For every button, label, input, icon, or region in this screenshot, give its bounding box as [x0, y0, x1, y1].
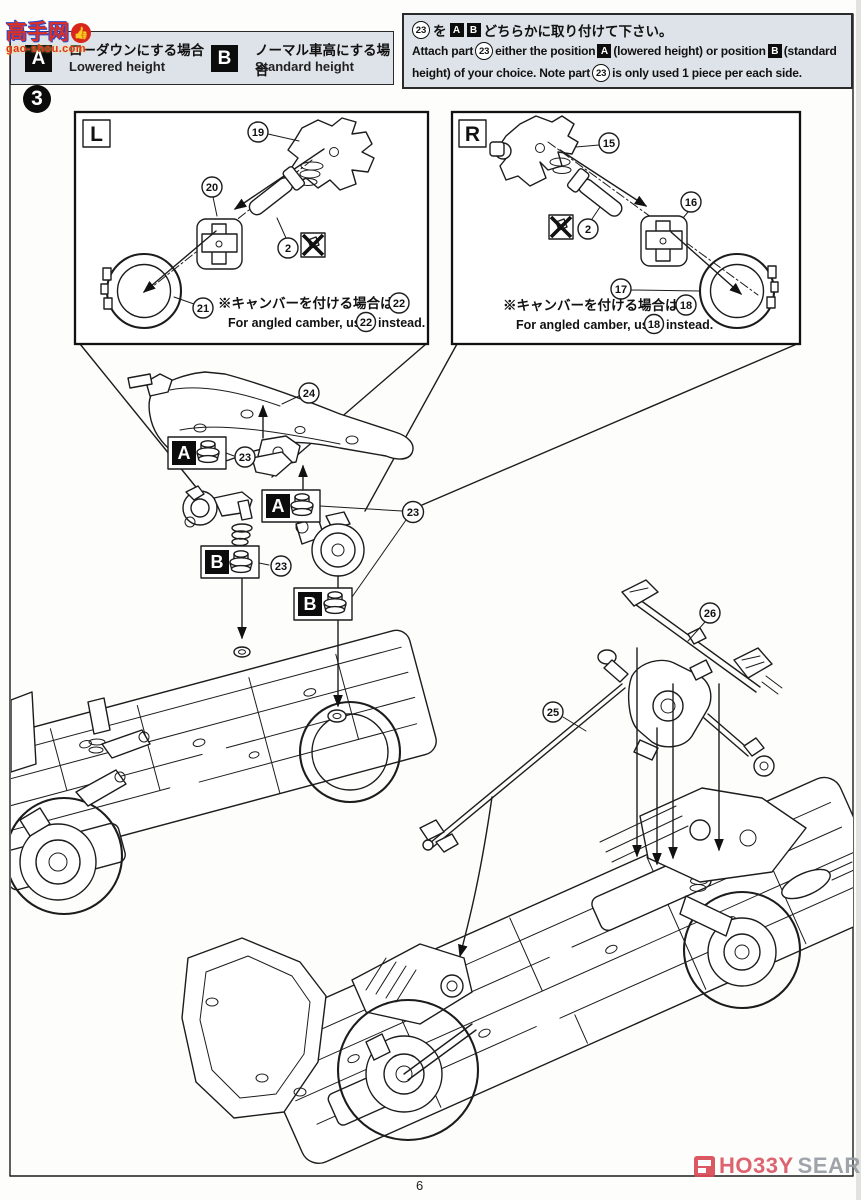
svg-text:※キャンバーを付ける場合は: ※キャンバーを付ける場合は	[218, 295, 394, 311]
hobbysearch-logo-hobby: HO33Y	[719, 1153, 794, 1178]
no-cement-icon	[548, 214, 574, 240]
hobbysearch-logo-search: SEARCH	[797, 1153, 861, 1178]
right-mount-assembly	[295, 511, 365, 589]
option-a-badge: A	[25, 45, 52, 72]
svg-text:2: 2	[285, 243, 291, 255]
page-number: 6	[416, 1178, 424, 1193]
lower-chassis-illustration	[181, 776, 853, 1164]
gaoshou-url: gao-shou.com	[6, 43, 86, 55]
svg-text:A: A	[178, 443, 191, 463]
svg-text:26: 26	[704, 608, 716, 620]
part-26-callout: 26	[687, 602, 721, 642]
svg-text:B: B	[304, 594, 317, 614]
no-cement-icon	[300, 232, 326, 258]
driveshaft-part-25	[419, 649, 775, 853]
step-number: 3	[23, 85, 51, 113]
option-a-label-jp: ローダウンにする場合	[69, 43, 205, 58]
option-b-badge: B	[211, 45, 238, 72]
left-mount-assembly	[182, 485, 253, 557]
svg-text:23: 23	[239, 452, 251, 464]
driveline-install-arrows	[458, 647, 724, 958]
part-23-inline: 23	[412, 21, 430, 39]
exhaust-part-26	[621, 579, 783, 695]
svg-text:18: 18	[648, 319, 660, 331]
note-line-en-1: Attach part 23 either the position A (lo…	[412, 42, 837, 60]
svg-text:23: 23	[407, 507, 419, 519]
inline-a-badge: A	[597, 44, 612, 58]
detail-box-right: R 15 2	[450, 110, 802, 346]
detail-box-left: L 19 2	[73, 110, 430, 346]
svg-text:B: B	[211, 552, 224, 572]
inline-a-badge: A	[449, 23, 464, 37]
svg-text:instead.: instead.	[666, 318, 713, 332]
thumbs-up-icon: 👍	[71, 22, 91, 43]
part-25-callout: 25	[542, 701, 587, 732]
option-b-label-en: Standard height	[255, 59, 354, 74]
svg-text:21: 21	[197, 303, 209, 315]
svg-text:19: 19	[252, 127, 264, 139]
svg-text:For angled camber, use: For angled camber, use	[228, 316, 368, 330]
svg-text:20: 20	[206, 182, 218, 194]
position-a-box-2: A	[261, 464, 403, 523]
svg-text:18: 18	[680, 300, 692, 312]
part-24-callout: 24	[281, 382, 320, 405]
gaoshou-logo: 高手网 👍	[6, 22, 91, 43]
position-a-box-1: A 23	[167, 404, 268, 470]
part-23-callout-right: 23	[351, 500, 425, 598]
svg-text:instead.: instead.	[378, 316, 425, 330]
position-b-box-2: B	[293, 587, 353, 708]
hobbysearch-watermark: HO33Y SEARCH	[694, 1153, 861, 1179]
svg-text:※キャンバーを付ける場合は: ※キャンバーを付ける場合は	[503, 297, 679, 313]
svg-text:22: 22	[393, 298, 405, 310]
note-line-en-2: height) of your choice. Note part 23 is …	[412, 64, 802, 82]
option-b-label-jp: ノーマル車高にする場合	[255, 43, 391, 78]
inline-b-badge: B	[466, 23, 481, 37]
svg-text:22: 22	[360, 317, 372, 329]
svg-text:L: L	[90, 123, 103, 146]
inline-b-badge: B	[767, 44, 782, 58]
svg-text:2: 2	[585, 224, 591, 236]
svg-text:For angled camber, use: For angled camber, use	[516, 318, 656, 332]
option-a-label-en: Lowered height	[69, 59, 166, 74]
svg-text:25: 25	[547, 707, 559, 719]
svg-text:R: R	[465, 123, 480, 146]
upper-chassis-illustration	[11, 629, 437, 916]
svg-text:24: 24	[303, 388, 316, 400]
svg-text:A: A	[272, 496, 285, 516]
svg-text:16: 16	[685, 197, 697, 209]
hobbysearch-icon	[694, 1155, 715, 1177]
svg-text:17: 17	[615, 284, 627, 296]
svg-text:23: 23	[275, 561, 287, 573]
position-b-box-1: B 23	[200, 545, 292, 640]
gaoshou-watermark: 高手网 👍 gao-shou.com	[6, 22, 91, 55]
svg-text:15: 15	[603, 138, 615, 150]
